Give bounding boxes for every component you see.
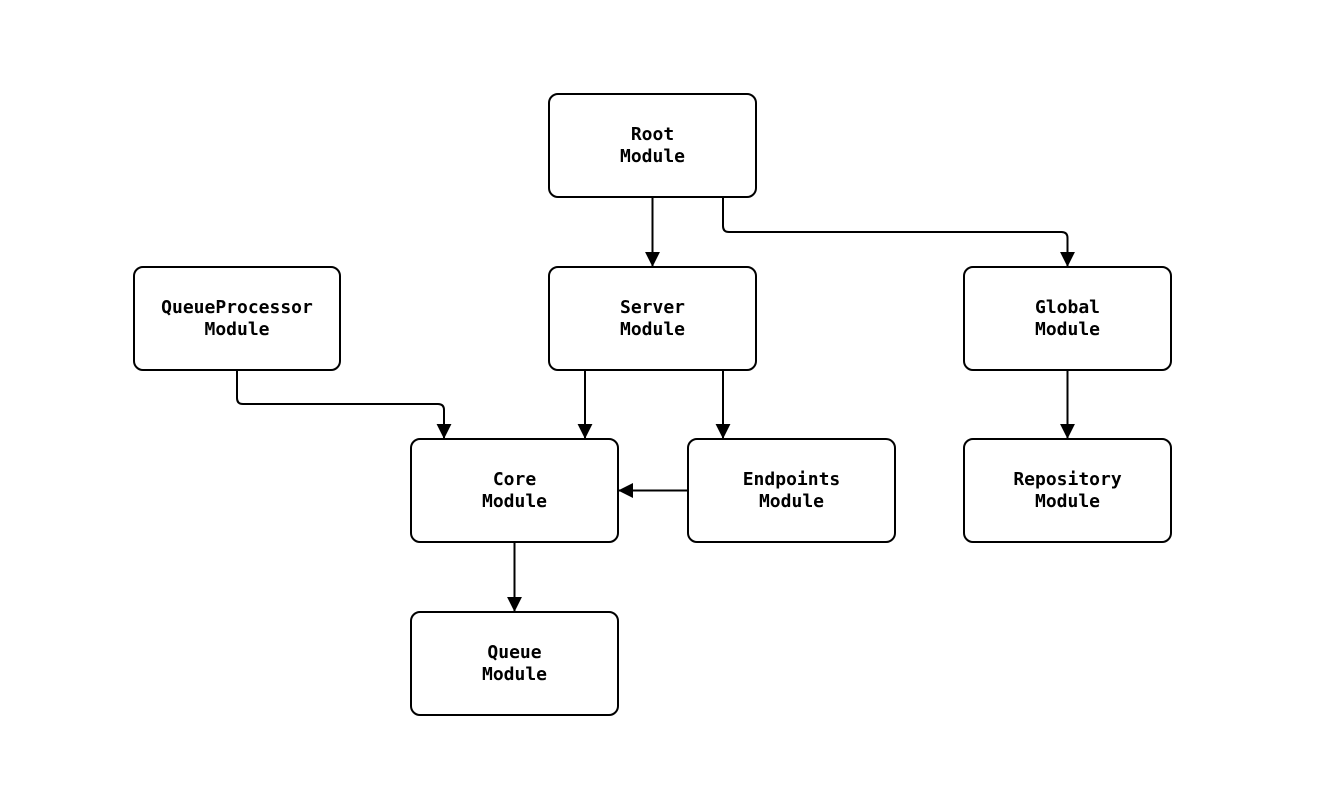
node-repository-module-label: Repository Module — [1013, 468, 1122, 512]
node-root-module-label: Root Module — [619, 123, 686, 167]
node-queue-module-label: Queue Module — [481, 641, 548, 685]
node-endpoints-module: Endpoints Module — [687, 438, 896, 543]
edges-group — [236, 198, 1075, 612]
node-queueprocessor-module-label: QueueProcessor Module — [161, 296, 313, 340]
node-global-module: Global Module — [963, 266, 1172, 371]
node-server-module: Server Module — [548, 266, 757, 371]
node-endpoints-module-label: Endpoints Module — [742, 468, 841, 512]
node-root-module: Root Module — [548, 93, 757, 198]
node-queue-module: Queue Module — [410, 611, 619, 716]
node-global-module-label: Global Module — [1034, 296, 1101, 340]
edge-queueprocessor-to-core — [236, 371, 452, 439]
node-repository-module: Repository Module — [963, 438, 1172, 543]
node-core-module: Core Module — [410, 438, 619, 543]
node-core-module-label: Core Module — [481, 468, 548, 512]
edge-root-to-global — [722, 198, 1075, 267]
node-queueprocessor-module: QueueProcessor Module — [133, 266, 341, 371]
node-server-module-label: Server Module — [619, 296, 686, 340]
